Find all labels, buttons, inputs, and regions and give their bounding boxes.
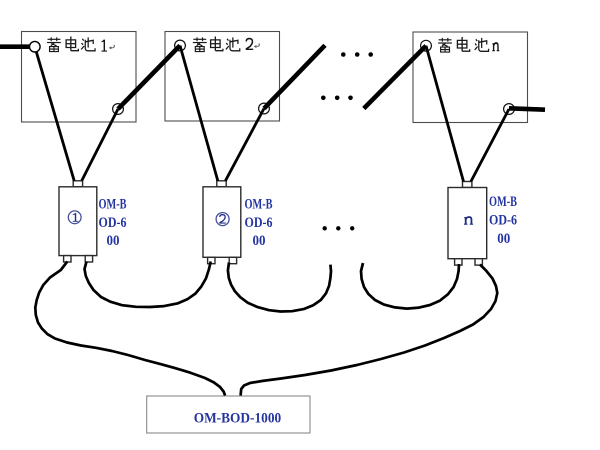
svg-text:OD-6: OD-6 bbox=[245, 215, 273, 231]
svg-text:OM-BOD-1000: OM-BOD-1000 bbox=[194, 411, 282, 427]
svg-text:00: 00 bbox=[107, 233, 120, 249]
svg-text:OM-B: OM-B bbox=[245, 196, 273, 212]
svg-text:OD-6: OD-6 bbox=[99, 215, 127, 231]
svg-text:OM-B: OM-B bbox=[489, 194, 517, 210]
svg-text:00: 00 bbox=[253, 233, 266, 249]
svg-text:OM-B: OM-B bbox=[99, 196, 127, 212]
svg-text:OD-6: OD-6 bbox=[489, 212, 517, 228]
svg-text:00: 00 bbox=[497, 231, 510, 247]
